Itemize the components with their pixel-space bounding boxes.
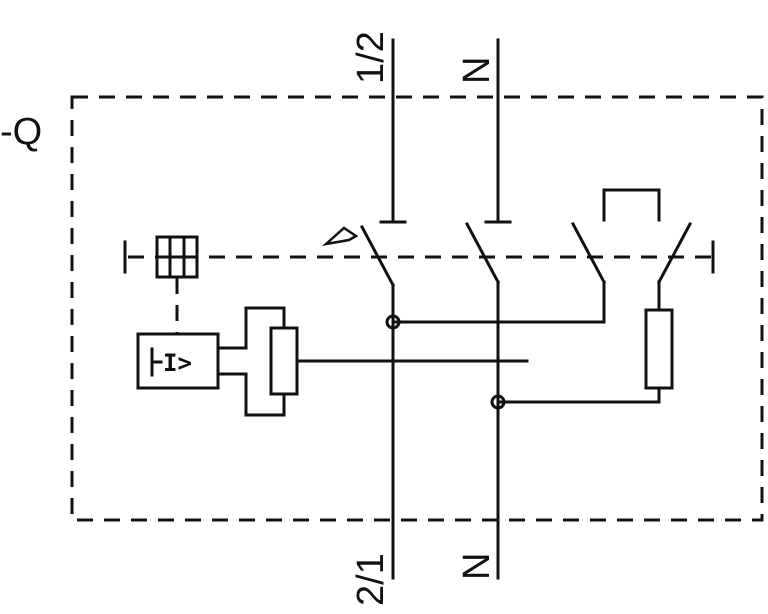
device-enclosure	[70, 95, 764, 522]
terminal-label-top-phase: 1/2	[350, 31, 392, 84]
terminal-label-top-neutral: N	[456, 57, 498, 84]
device-label: -Q	[0, 111, 42, 153]
terminal-label-bottom-phase: 2/1	[350, 553, 392, 606]
latch-symbol	[155, 235, 199, 279]
phase-conductor	[359, 38, 407, 580]
junction-neutral	[490, 394, 506, 410]
junction-phase	[385, 314, 401, 330]
test-button-switch	[570, 188, 693, 324]
mechanical-linkage	[123, 240, 715, 334]
current-transformer	[216, 306, 529, 417]
neutral-conductor	[464, 38, 512, 580]
trip-mechanism-symbol	[321, 226, 359, 246]
terminal-label-bottom-neutral: N	[456, 553, 498, 580]
test-resistor	[644, 308, 674, 390]
residual-current-release: I>	[136, 332, 220, 390]
relay-symbol: I>	[163, 349, 192, 377]
